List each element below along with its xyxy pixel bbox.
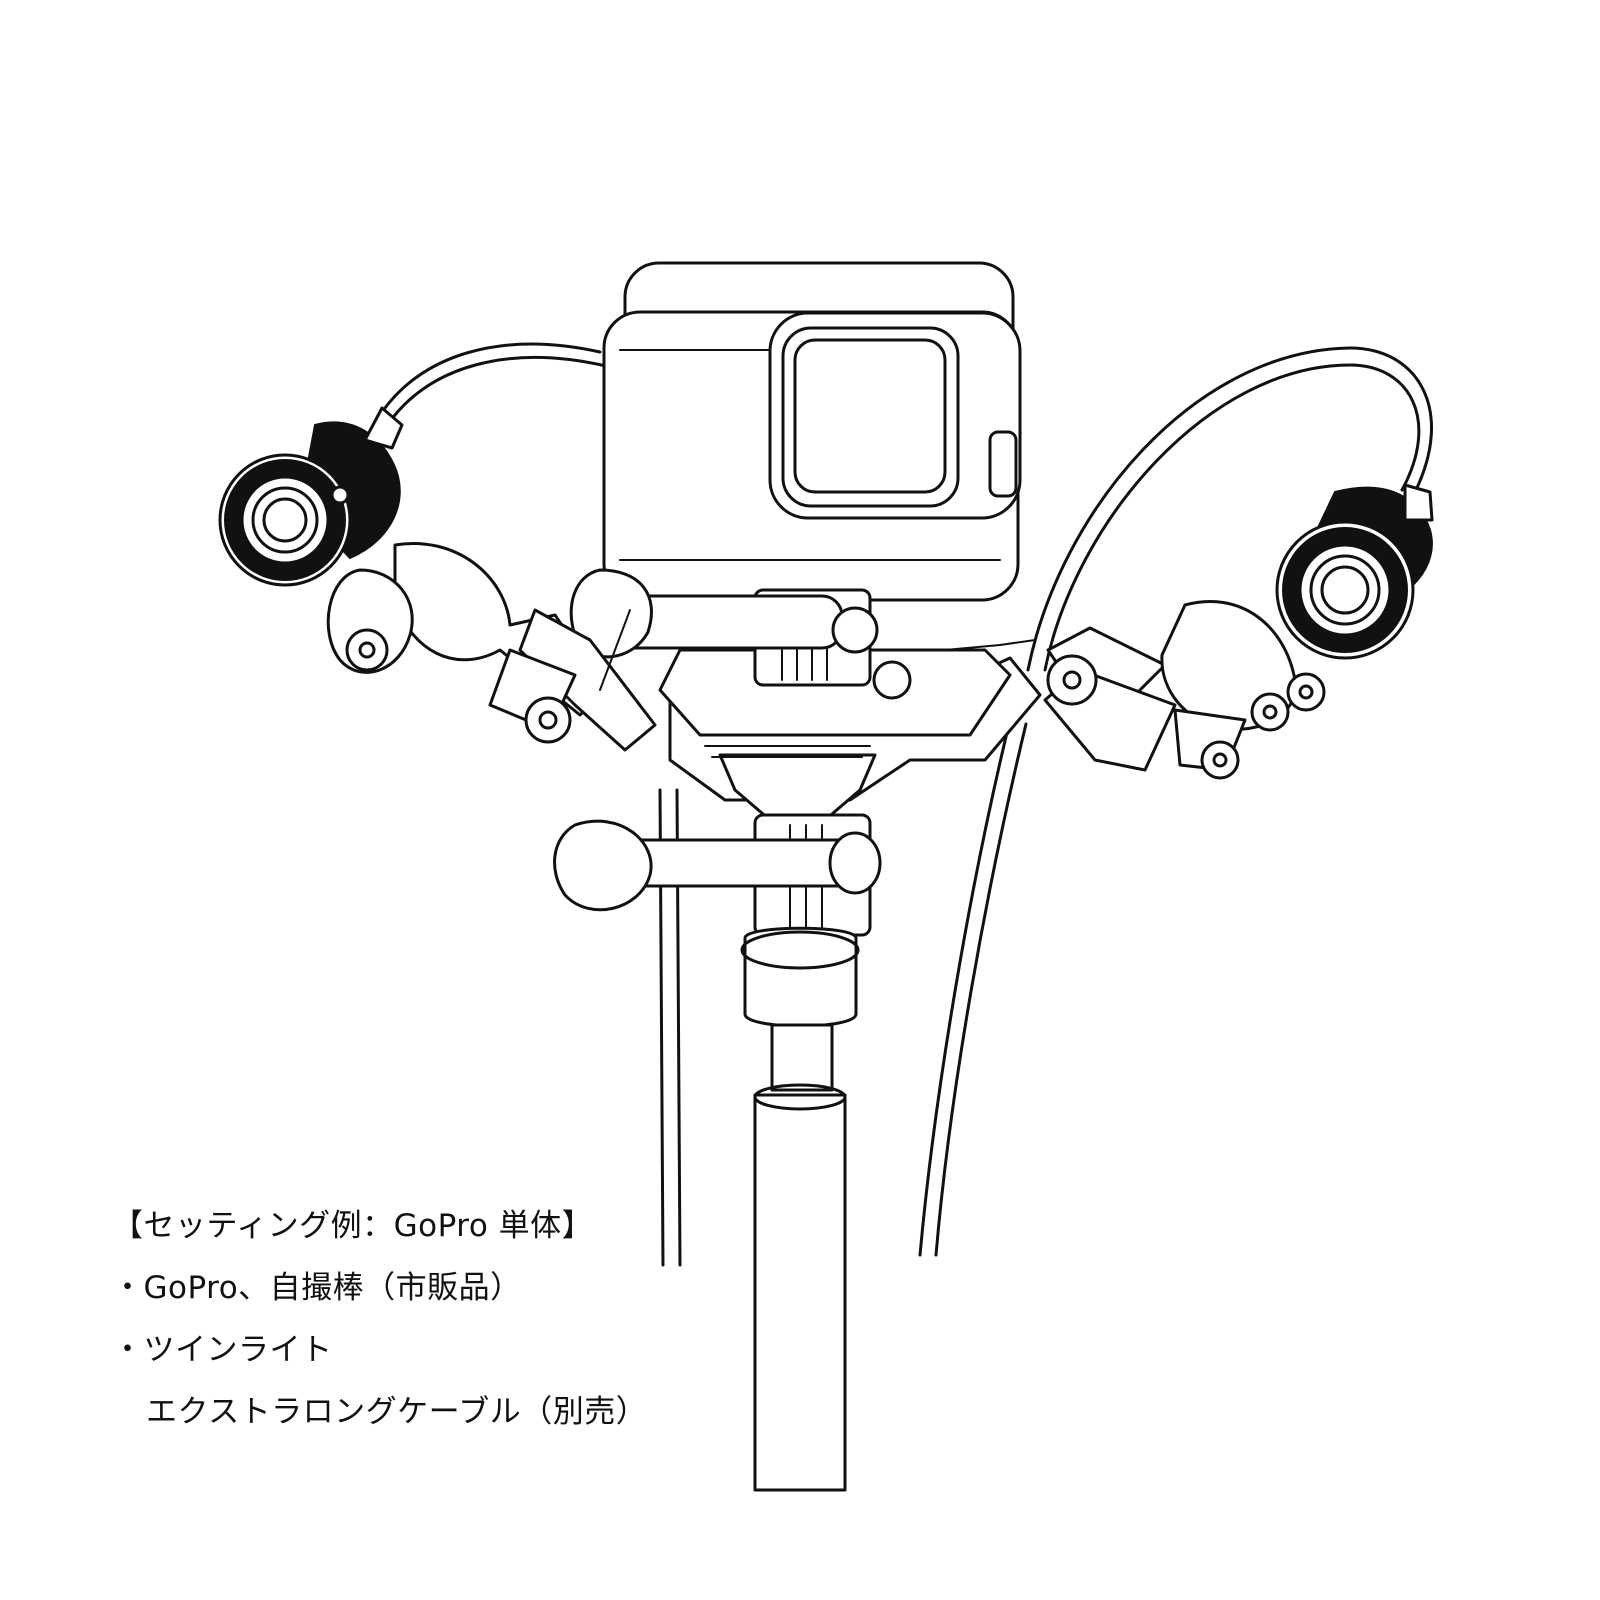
caption-title: 【セッティング例：GoPro 単体】 bbox=[112, 1208, 594, 1244]
gopro-camera bbox=[602, 261, 1022, 602]
bracket-detail-lines bbox=[599, 609, 1036, 758]
right-light bbox=[1275, 483, 1434, 660]
left-light-arm bbox=[326, 542, 657, 752]
right-light-arm bbox=[1043, 600, 1326, 780]
cable-right bbox=[918, 346, 1433, 1257]
caption-item-cable: エクストラロングケーブル（別売） bbox=[146, 1394, 648, 1430]
setup-caption: 【セッティング例：GoPro 単体】 ・GoPro、自撮棒（市販品） ・ツインラ… bbox=[112, 1195, 812, 1443]
left-light bbox=[218, 406, 404, 587]
caption-item-gopro-stick: ・GoPro、自撮棒（市販品） bbox=[112, 1270, 522, 1306]
caption-item-twin-light: ・ツインライト bbox=[112, 1332, 333, 1368]
stick-head-mount bbox=[553, 753, 882, 937]
selfie-stick bbox=[740, 926, 860, 1492]
